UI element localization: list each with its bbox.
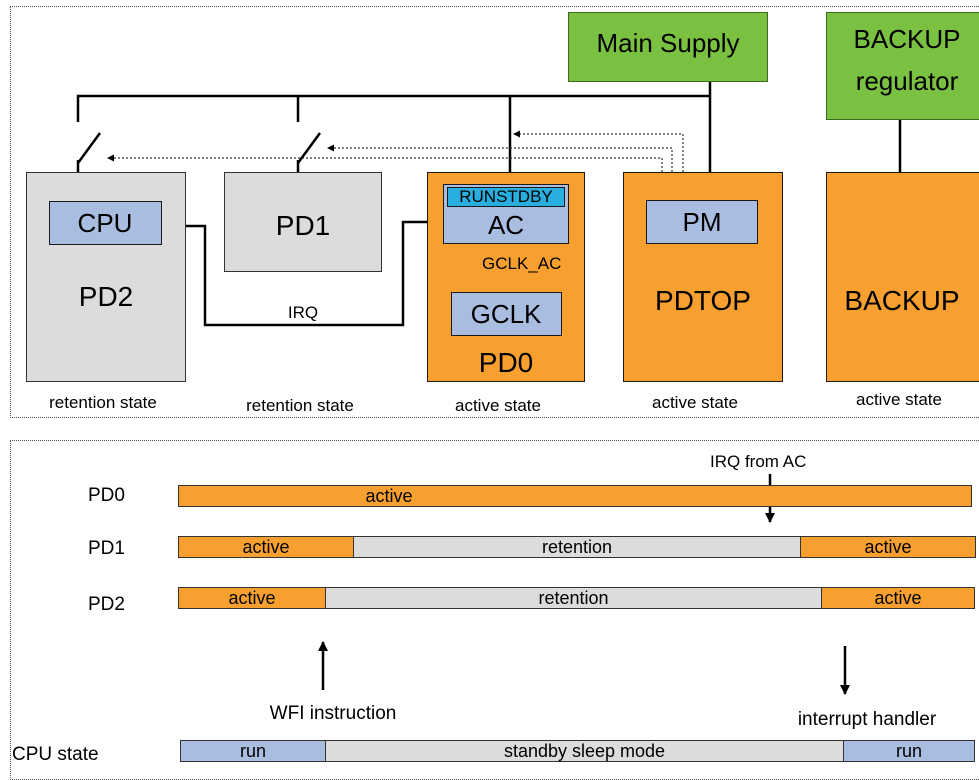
backup-domain — [826, 172, 979, 382]
cpu-run-segment-2: run — [843, 740, 975, 762]
irq-path — [171, 220, 440, 327]
supply-bus — [76, 82, 712, 172]
pd1-retention-segment: retention — [353, 536, 801, 558]
backup-regulator-box — [826, 12, 979, 120]
main-supply-box — [568, 12, 768, 82]
pd2-active-segment-1: active — [178, 587, 326, 609]
pd1-name: PD1 — [275, 210, 331, 241]
pd2-state: retention state — [49, 393, 157, 412]
pd1-state: retention state — [246, 396, 354, 415]
gclk-label: GCLK — [470, 299, 542, 329]
pdtop-state: active state — [652, 393, 738, 412]
ac-label: AC — [487, 210, 525, 240]
backup-regulator-label-2: regulator — [855, 66, 959, 96]
gclk-module — [451, 292, 562, 336]
pdtop-name: PDTOP — [655, 285, 751, 316]
gclk-ac-label: GCLK_AC — [482, 254, 562, 273]
pm-label: PM — [682, 207, 722, 237]
wfi-label: WFI instruction — [269, 703, 397, 724]
pd1-switch — [296, 132, 322, 172]
pd1-active-segment-2: active — [800, 536, 976, 558]
pd2-active-segment-2: active — [821, 587, 975, 609]
cpu-run-segment-1: run — [180, 740, 326, 762]
pd1-active-segment-1: active — [178, 536, 354, 558]
pm-module — [646, 200, 758, 244]
row-label-pd0: PD0 — [88, 485, 125, 506]
pd0-state: active state — [455, 396, 541, 415]
row-label-cpu-state: CPU state — [12, 744, 99, 765]
pd0-name: PD0 — [478, 347, 534, 378]
backup-state: active state — [856, 390, 942, 409]
pd0-active-segment: active — [178, 485, 972, 507]
pd1-domain — [224, 172, 382, 272]
interrupt-handler-label: interrupt handler — [797, 709, 937, 730]
cpu-standby-segment: standby sleep mode — [325, 740, 844, 762]
main-supply-label: Main Supply — [596, 28, 740, 58]
backup-name: BACKUP — [844, 285, 960, 316]
backup-regulator-label-1: BACKUP — [853, 24, 961, 54]
pd2-name: PD2 — [78, 281, 134, 312]
irq-label: IRQ — [287, 303, 319, 322]
top-panel-frame — [10, 6, 979, 418]
row-label-pd1: PD1 — [88, 538, 125, 559]
row-label-pd2: PD2 — [88, 594, 125, 615]
timeline-irq-from-ac: IRQ from AC — [710, 452, 807, 471]
pd2-retention-segment: retention — [325, 587, 822, 609]
pd2-switch — [76, 132, 102, 172]
cpu-module — [49, 201, 162, 245]
cpu-label: CPU — [77, 208, 133, 238]
runstdby-label: RUNSTDBY — [459, 187, 553, 206]
runstdby-flag — [447, 187, 565, 207]
